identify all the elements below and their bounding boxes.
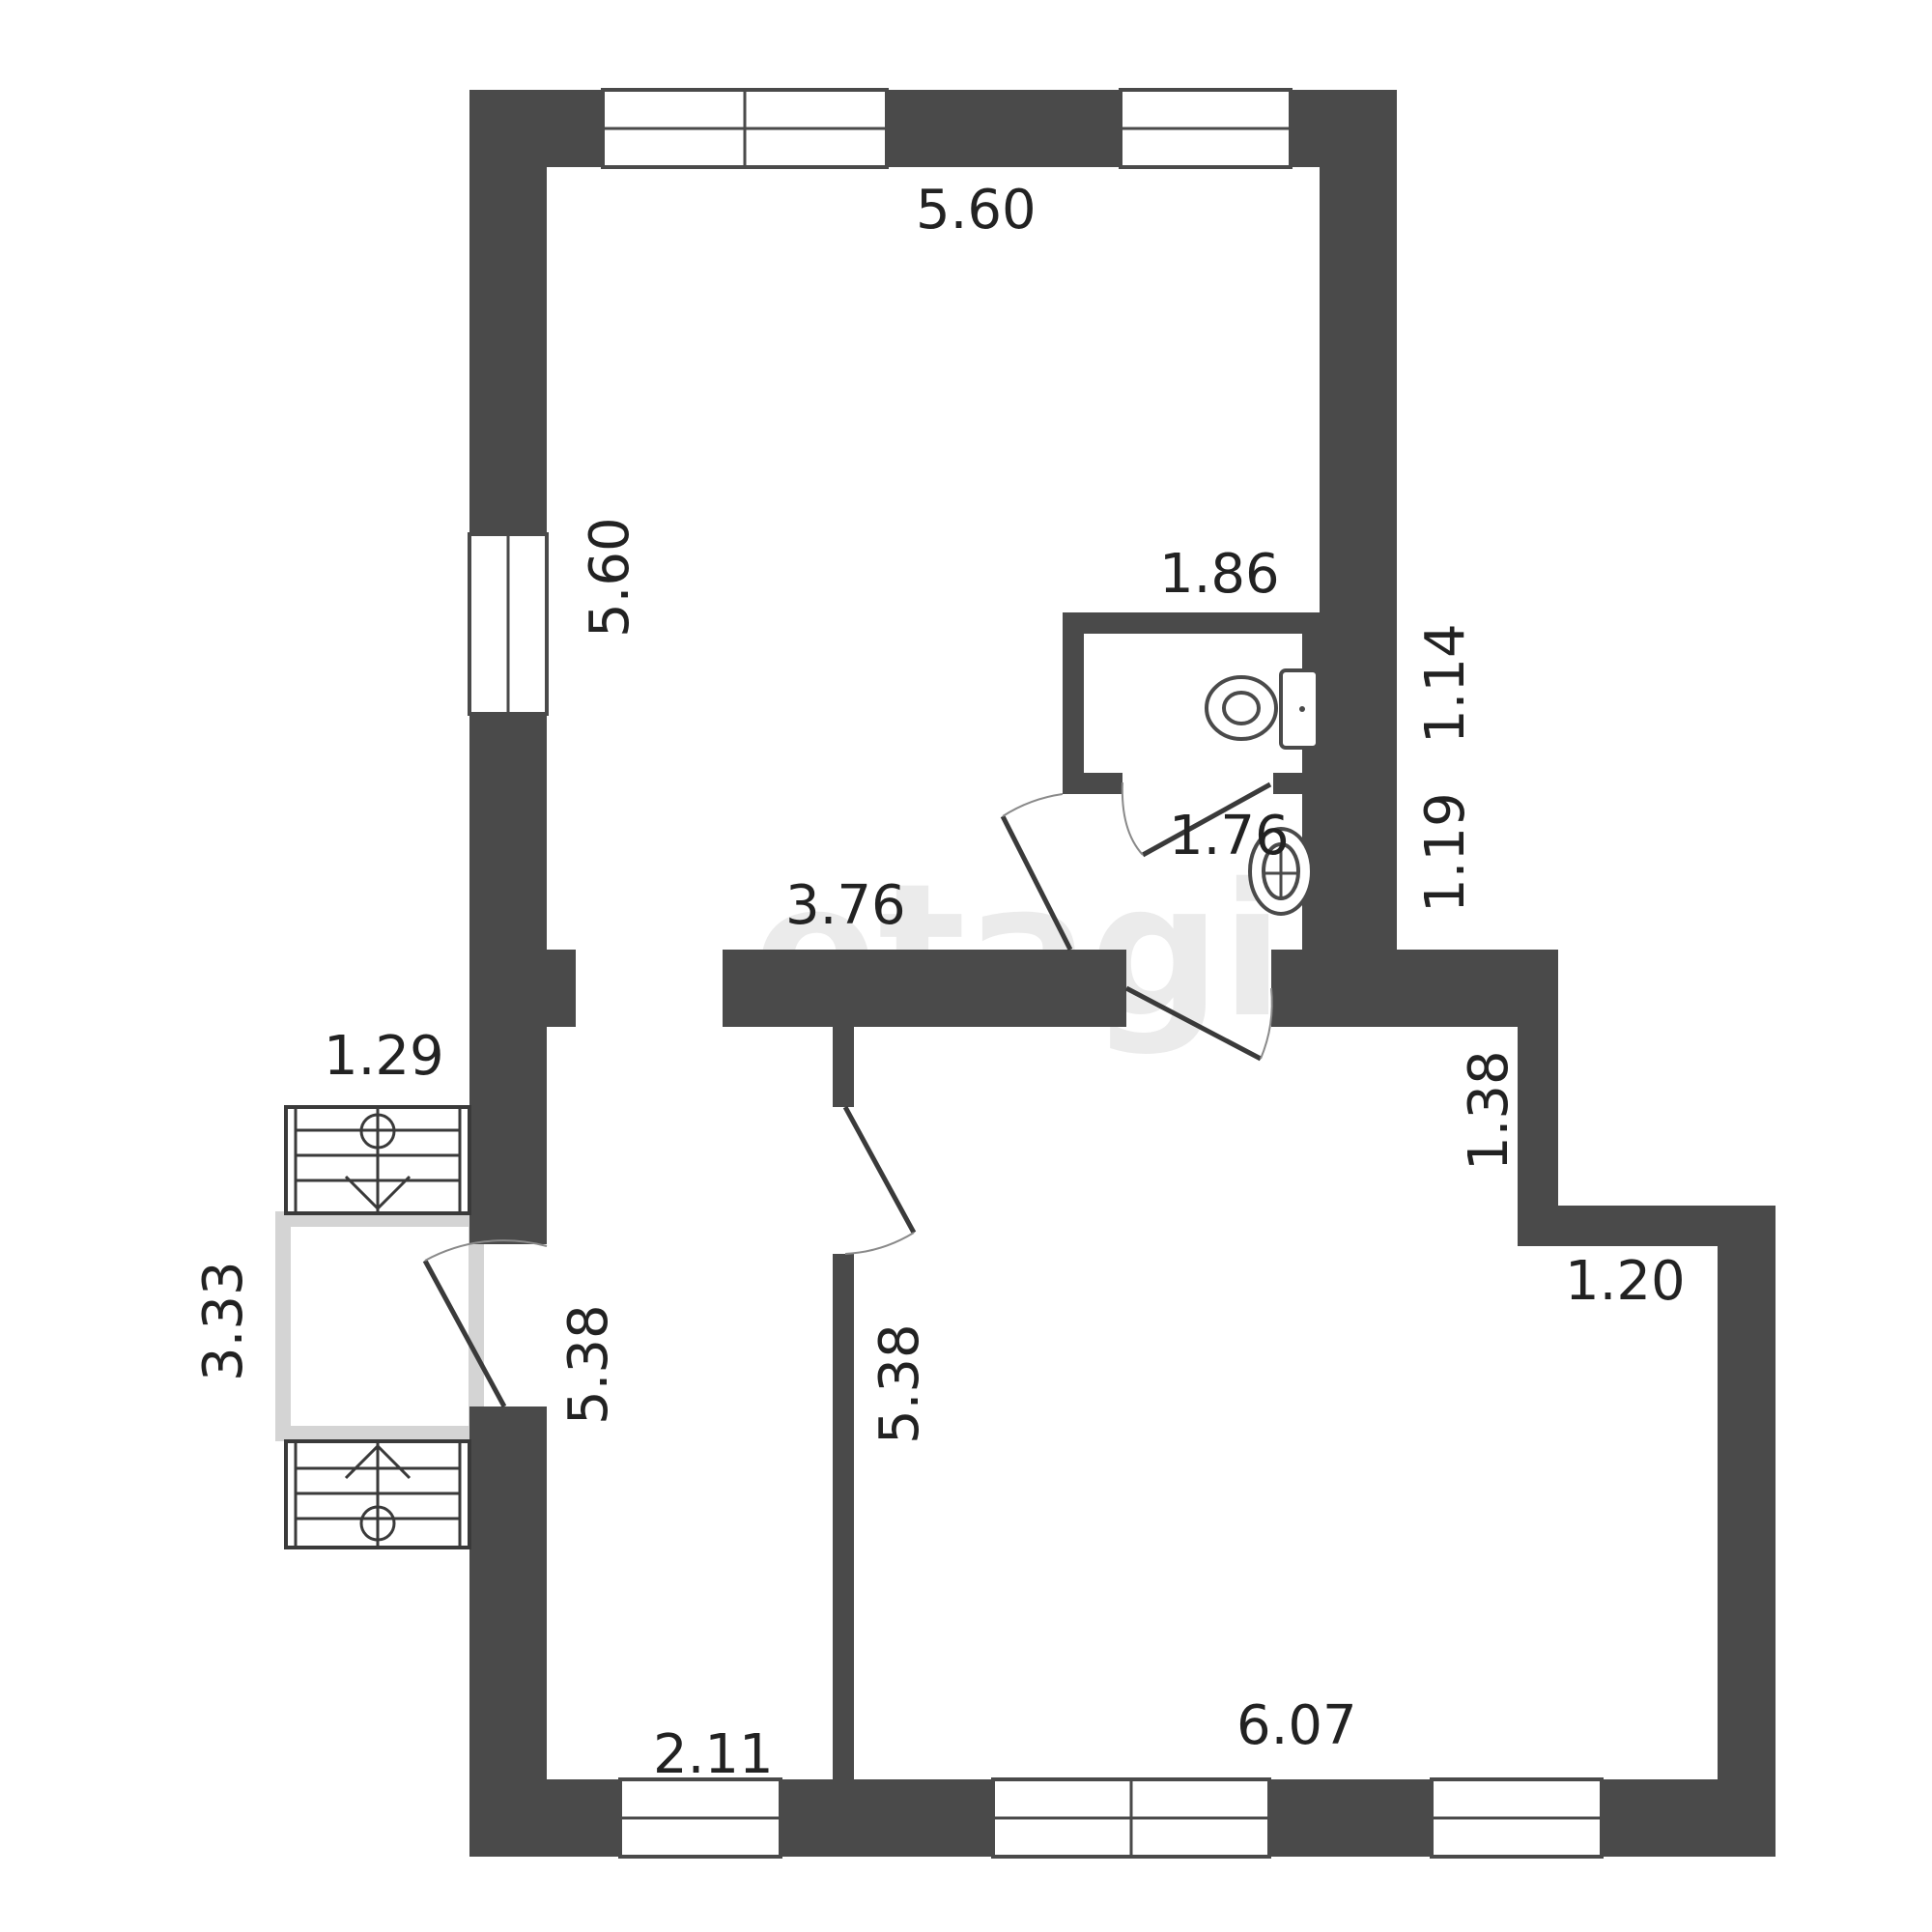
interior-walls bbox=[541, 612, 1329, 1784]
lower-stairs-icon bbox=[284, 1439, 471, 1549]
sink-icon bbox=[1248, 827, 1314, 916]
dim-notch-height: 1.38 bbox=[1458, 1050, 1520, 1171]
bottom-window-right bbox=[1430, 1777, 1604, 1859]
dim-porch-height: 3.33 bbox=[192, 1261, 255, 1381]
dim-porch-width: 1.29 bbox=[324, 1025, 444, 1088]
dim-notch-width: 1.20 bbox=[1565, 1250, 1686, 1313]
room-door-left bbox=[842, 1105, 917, 1255]
dim-corridor-height-left: 5.38 bbox=[557, 1304, 620, 1425]
dim-bath-width: 1.76 bbox=[1169, 805, 1290, 867]
bottom-window-middle bbox=[991, 1777, 1271, 1859]
room-door-right bbox=[1124, 985, 1273, 1062]
dim-wc-width: 1.86 bbox=[1159, 543, 1280, 606]
dim-corridor-height-right: 5.38 bbox=[868, 1323, 931, 1444]
toilet-icon bbox=[1205, 668, 1320, 750]
entrance-door bbox=[422, 1239, 548, 1408]
dim-hall-wall: 3.76 bbox=[785, 874, 906, 937]
bottom-window-left bbox=[618, 1777, 782, 1859]
dim-wc-height: 1.14 bbox=[1414, 623, 1477, 744]
upper-stairs-icon bbox=[284, 1105, 471, 1215]
dim-bath-height: 1.19 bbox=[1414, 792, 1477, 913]
wc-door bbox=[1121, 781, 1272, 858]
dim-top-room-width: 5.60 bbox=[916, 179, 1037, 242]
bathroom-door bbox=[1000, 793, 1073, 952]
top-window-left bbox=[601, 88, 889, 169]
dim-big-room-width: 6.07 bbox=[1236, 1694, 1357, 1757]
dim-top-room-height: 5.60 bbox=[579, 517, 641, 638]
left-window bbox=[468, 532, 549, 716]
dim-corridor-width: 2.11 bbox=[653, 1723, 774, 1786]
top-window-right bbox=[1119, 88, 1293, 169]
entrance-porch bbox=[275, 1211, 484, 1441]
